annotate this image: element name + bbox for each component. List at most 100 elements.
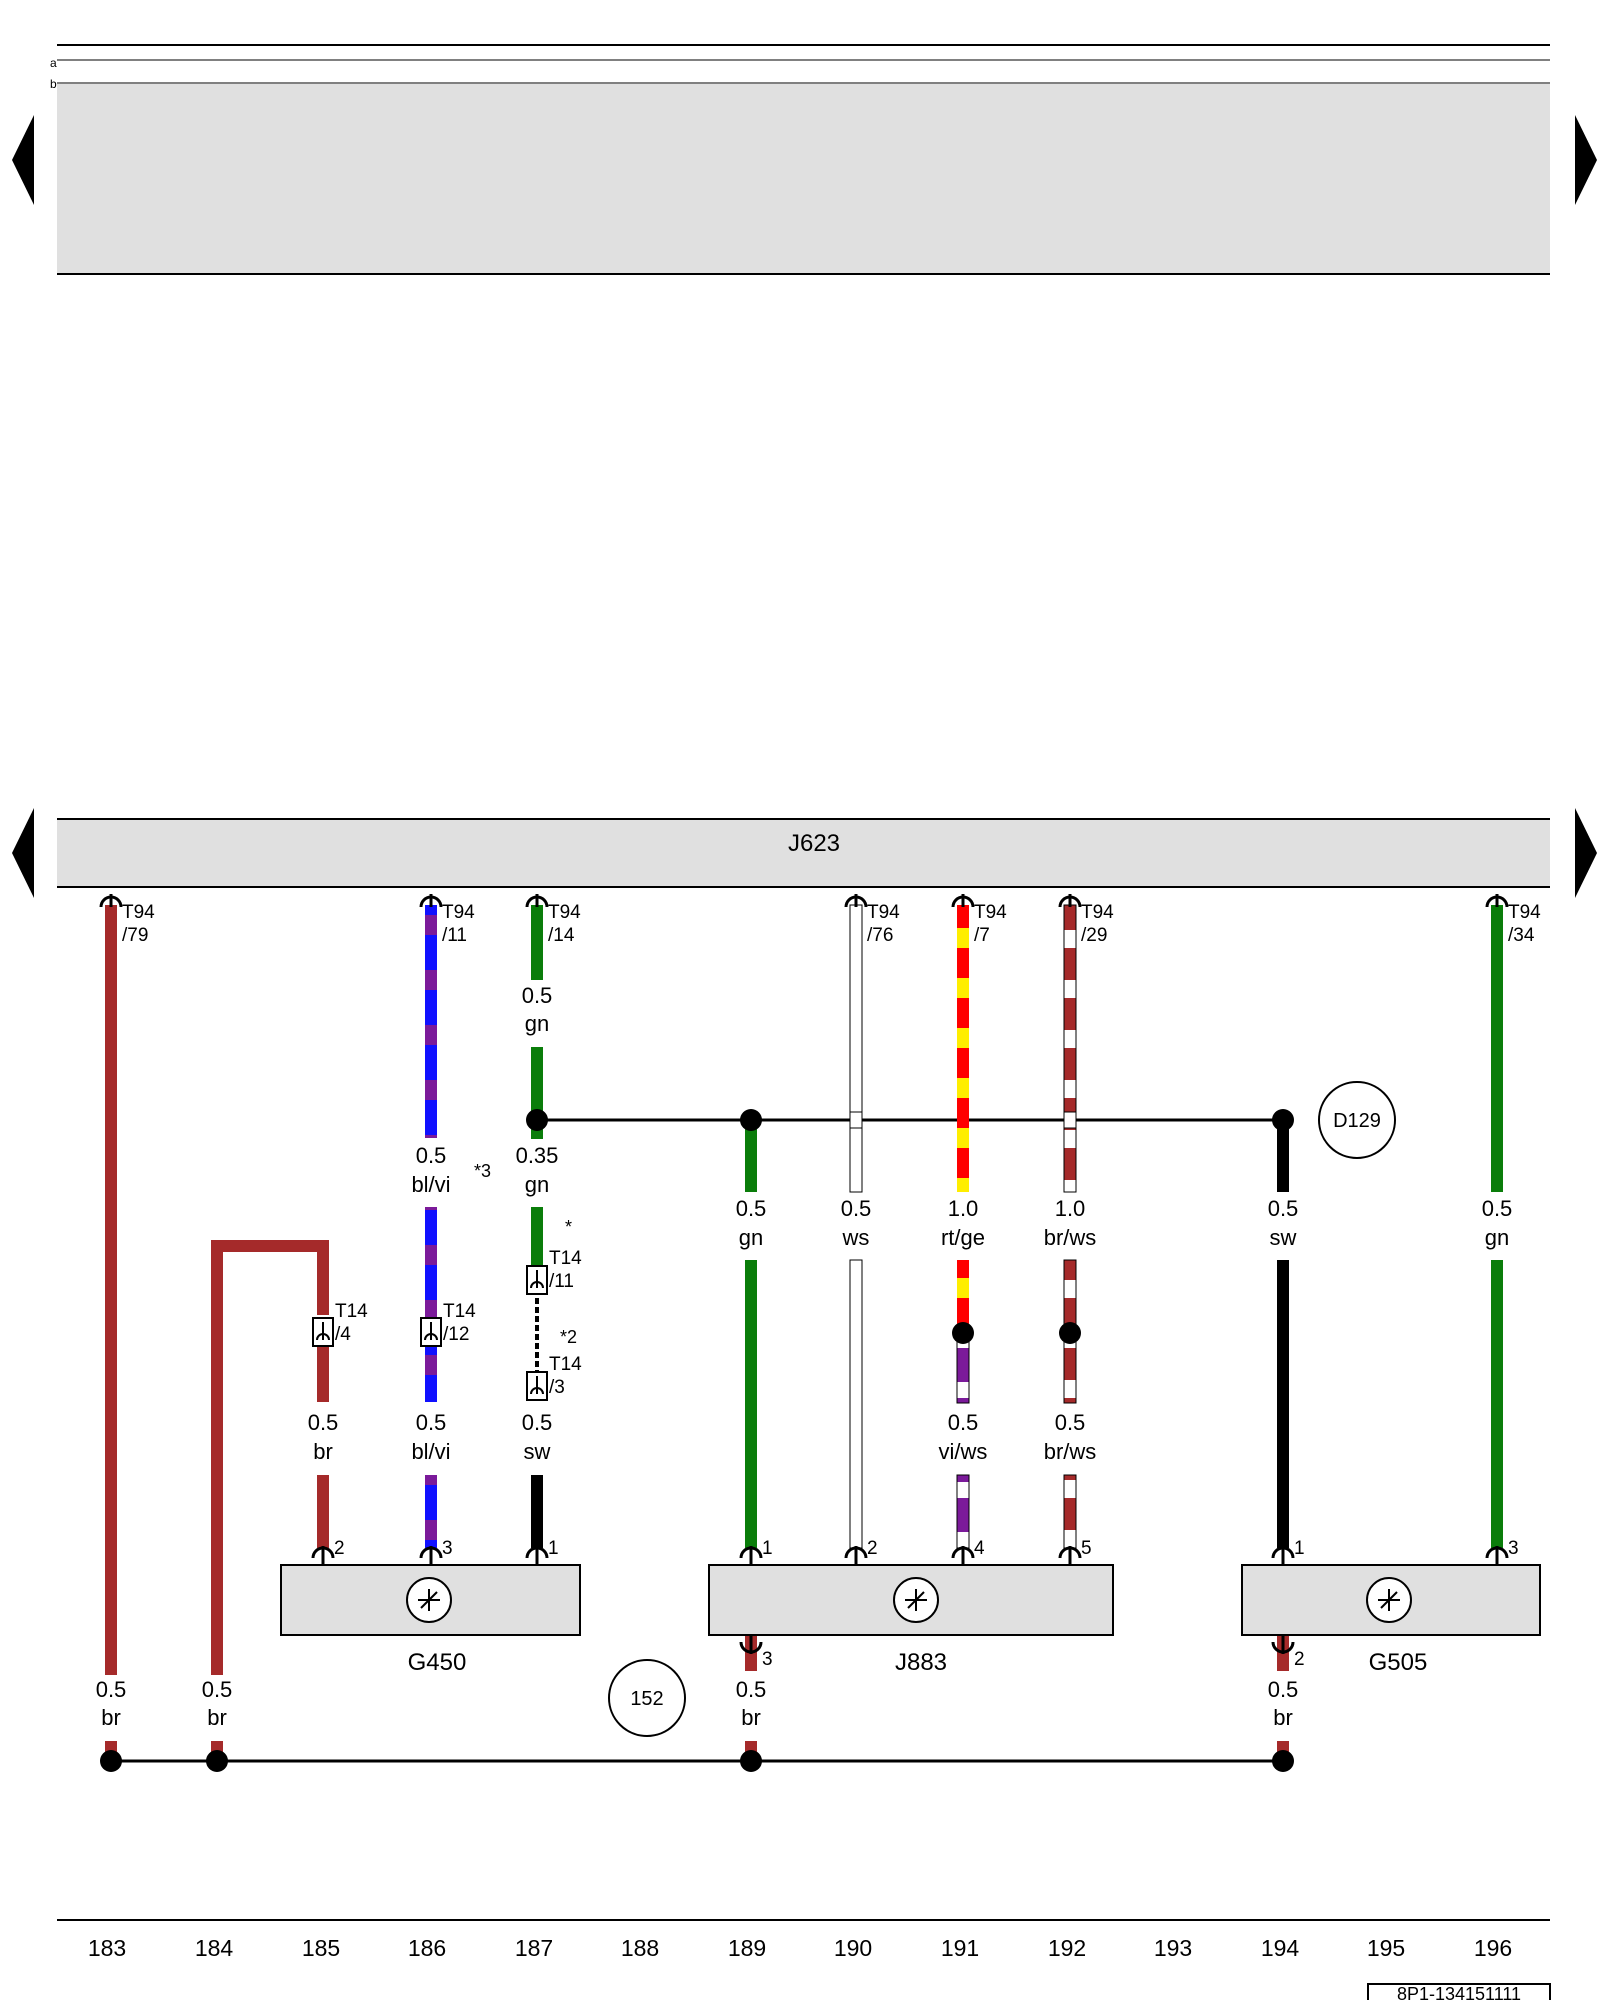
- w183-color: br: [101, 1705, 121, 1730]
- next-page-arrow-icon[interactable]: [1575, 808, 1597, 898]
- next-page-arrow-icon[interactable]: [1575, 115, 1597, 205]
- j883-pin: 2: [867, 1538, 878, 1559]
- w190-color: ws: [842, 1225, 870, 1250]
- w189-color: gn: [739, 1225, 763, 1250]
- w187-c-color: sw: [524, 1439, 551, 1464]
- component-g450: G450: [280, 1564, 581, 1676]
- t14-12-pin: /12: [443, 1324, 469, 1345]
- column-number: 189: [728, 1935, 766, 1961]
- w187-b-size: 0.35: [516, 1143, 559, 1168]
- g189-size: 0.5: [736, 1677, 767, 1702]
- wire-185: [317, 1340, 329, 1402]
- junction-dot: [740, 1109, 762, 1131]
- header-row-b: b: [50, 77, 57, 91]
- wire-189-lower: [745, 1260, 757, 1548]
- doc-code: 8P1-134151111: [1397, 1984, 1521, 2000]
- splice-ref-d129: D129: [1318, 1081, 1396, 1159]
- wire-187-a: [531, 905, 543, 980]
- column-numbers: 183 184 185 186 187 188 189 190 191 192 …: [88, 1935, 1512, 1961]
- t14-connectors: T14 /4 T14 /12 T14 /11 T14 /3: [312, 1248, 582, 1401]
- w184-color: br: [207, 1705, 227, 1730]
- w189-size: 0.5: [736, 1196, 767, 1221]
- t14-11-name: T14: [549, 1248, 582, 1269]
- component-pin-numbers: 2 3 1 1 2 4 5 3 1 3 2: [334, 1538, 1519, 1670]
- wire-196: [1491, 905, 1503, 1192]
- wire-185-lower: [317, 1475, 329, 1548]
- column-number: 190: [834, 1935, 872, 1961]
- junction-dot: [1272, 1109, 1294, 1131]
- header-row-a: a: [50, 56, 57, 70]
- t14-12-name: T14: [443, 1301, 476, 1322]
- w186-top-color: bl/vi: [411, 1172, 450, 1197]
- t94-labels: T94 /79 T94 /11 T94 /14 T94 /76 T94 /7 T…: [122, 902, 1541, 946]
- t94-7-pin: /7: [974, 925, 990, 946]
- j883-ground-pin: 3: [762, 1649, 773, 1670]
- column-number: 196: [1474, 1935, 1512, 1961]
- note-3: *3: [474, 1161, 491, 1181]
- ground-ref-label: 152: [630, 1688, 663, 1710]
- wire-186-lower: [425, 1475, 437, 1548]
- wire-191-top: [957, 905, 969, 1192]
- wire-labels: 0.5 br 0.5 br 0.5 br 0.5 bl/vi 0.5 bl/vi…: [96, 983, 1513, 1730]
- t94-79-name: T94: [122, 902, 155, 923]
- t14-11-pin: /11: [549, 1271, 574, 1292]
- w183-size: 0.5: [96, 1677, 127, 1702]
- w191-bot-color: vi/ws: [939, 1439, 988, 1464]
- prev-page-arrow-icon[interactable]: [12, 808, 34, 898]
- wire-187-c: [531, 1207, 543, 1269]
- t94-11-pin: /11: [442, 925, 467, 946]
- w187-b-color: gn: [525, 1172, 549, 1197]
- column-number: 188: [621, 1935, 659, 1961]
- t14-3-name: T14: [549, 1354, 582, 1375]
- note-1: *: [565, 1217, 572, 1237]
- g450-pin: 1: [548, 1538, 559, 1559]
- control-unit-label: J623: [788, 830, 840, 857]
- w186-top-size: 0.5: [416, 1143, 447, 1168]
- w186-bot-size: 0.5: [416, 1410, 447, 1435]
- junction-dot: [100, 1750, 122, 1772]
- w186-bot-color: bl/vi: [411, 1439, 450, 1464]
- wire-189: [745, 1120, 757, 1192]
- t14-3-pin: /3: [549, 1377, 565, 1398]
- top-panel: a b: [50, 44, 1550, 275]
- w192-top-size: 1.0: [1055, 1196, 1086, 1221]
- control-unit-j623: J623: [57, 818, 1550, 888]
- ground-ref-152: 152: [608, 1659, 686, 1737]
- t94-34-pin: /34: [1508, 925, 1535, 946]
- w191-bot-size: 0.5: [948, 1410, 979, 1435]
- j883-pin: 5: [1081, 1538, 1092, 1559]
- j883-pin: 1: [762, 1538, 773, 1559]
- prev-page-arrow-icon[interactable]: [12, 115, 34, 205]
- t94-29-pin: /29: [1081, 925, 1107, 946]
- t94-29-name: T94: [1081, 902, 1114, 923]
- component-g505-label: G505: [1369, 1649, 1428, 1676]
- w196-size: 0.5: [1482, 1196, 1513, 1221]
- g189-color: br: [741, 1705, 761, 1730]
- component-j883: J883: [708, 1564, 1114, 1676]
- w191-top-color: rt/ge: [941, 1225, 985, 1250]
- column-number: 187: [515, 1935, 553, 1961]
- g505-ground-pin: 2: [1294, 1649, 1305, 1670]
- column-number: 186: [408, 1935, 446, 1961]
- w192-top-color: br/ws: [1044, 1225, 1097, 1250]
- w191-top-size: 1.0: [948, 1196, 979, 1221]
- j883-pin: 4: [974, 1538, 985, 1559]
- w185-color: br: [313, 1439, 333, 1464]
- t94-11-name: T94: [442, 902, 475, 923]
- wire-192-end: [1063, 1474, 1077, 1549]
- junction-dot: [1272, 1750, 1294, 1772]
- component-g505: G505: [1241, 1564, 1541, 1676]
- column-number: 192: [1048, 1935, 1086, 1961]
- wire-183: [105, 905, 117, 1675]
- w192-bot-color: br/ws: [1044, 1439, 1097, 1464]
- t94-76-pin: /76: [867, 925, 893, 946]
- w185-size: 0.5: [308, 1410, 339, 1435]
- wire-194: [1277, 1120, 1289, 1192]
- t94-14-pin: /14: [548, 925, 575, 946]
- w194-color: sw: [1270, 1225, 1297, 1250]
- w190-size: 0.5: [841, 1196, 872, 1221]
- junction-dot: [206, 1750, 228, 1772]
- note-2: *2: [560, 1327, 577, 1347]
- wire-191-low: [956, 1334, 970, 1404]
